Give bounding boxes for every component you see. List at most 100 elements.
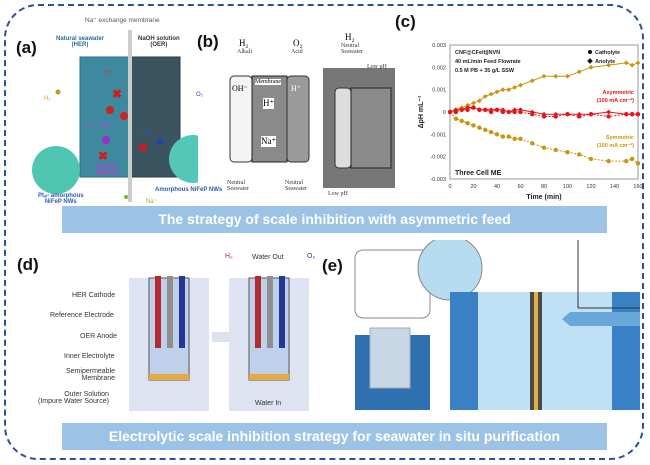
low-ph-top: Low pH: [367, 64, 387, 70]
device-block: [369, 327, 411, 389]
y-tick-label: 0: [443, 110, 446, 116]
left-cell-anode: [286, 75, 310, 163]
membrane-rod: [128, 30, 132, 202]
left-bottom-seawater: Neutral Seawater: [227, 180, 249, 192]
label-membrane: Semipermeable Membrane: [66, 368, 116, 382]
seawater-right: [612, 292, 640, 410]
data-point: [488, 129, 494, 135]
y-tick-label: -0.003: [430, 177, 446, 183]
acid-label: Acid: [291, 49, 303, 55]
data-point: [494, 107, 500, 112]
data-point: [553, 147, 558, 153]
camg-label: Ca²⁺ Mg²⁺: [86, 123, 115, 129]
h-ion-anode: H⁺: [291, 84, 301, 93]
ion-red: [106, 106, 114, 114]
h2-label: H₂: [44, 96, 51, 102]
na-ion: [124, 195, 128, 199]
o2-label: O₂: [196, 92, 203, 98]
her-electrode: [155, 276, 161, 348]
data-point: [606, 114, 611, 119]
right-cell-membrane: [350, 87, 392, 169]
panel-d-label: (d): [17, 255, 39, 274]
panel-a: (a) Na⁺ exchange membrane Natural seawat…: [8, 12, 203, 205]
data-point: [577, 152, 582, 157]
data-point: [541, 145, 547, 150]
data-point: [512, 109, 517, 115]
oh-ion: OH⁻: [232, 84, 248, 93]
cross-mark: ✖: [98, 149, 108, 163]
oh-label: OH⁻: [142, 131, 155, 137]
chart-annotation: CNF@CFelt||NVN: [455, 50, 500, 56]
data-point: [606, 158, 611, 164]
left-cell-membrane: [251, 75, 288, 163]
data-point: [588, 112, 594, 117]
corner-label: Three Cell ME: [455, 170, 502, 177]
panel-b-label: (b): [197, 32, 219, 51]
oer-electrode: [179, 276, 185, 348]
data-point: [459, 107, 464, 112]
data-point: [506, 134, 511, 139]
left-title: Natural seawater (HER): [56, 36, 105, 48]
o2-out: O₂: [307, 253, 316, 260]
data-point: [465, 120, 470, 126]
data-point: [500, 134, 506, 139]
legend-marker: [588, 50, 592, 54]
y-tick-label: 0.002: [432, 65, 446, 71]
data-point: [565, 112, 570, 117]
left-catalyst-label: Ptₐₗ- amorphous NiFeP NWs: [38, 193, 84, 205]
data-point: [488, 109, 494, 115]
panel-e: (e): [320, 240, 645, 415]
ion-purple: [102, 136, 110, 144]
cell-crosssection: [450, 292, 640, 410]
electrode-illustration: ✖ ✖ ✖: [32, 30, 198, 202]
water-in: Water In: [255, 400, 282, 407]
cl-label: Cl⁻: [104, 71, 113, 77]
data-point: [477, 107, 482, 112]
data-point: [635, 161, 641, 166]
data-point: [483, 127, 488, 133]
alkali-label: Alkali: [237, 49, 252, 55]
asymmetric-label: (100 mA cm⁻²): [597, 97, 634, 104]
data-point: [483, 107, 488, 112]
data-point: [453, 109, 459, 115]
nw-circle-right: [169, 135, 198, 183]
banner-bottom: Electrolytic scale inhibition strategy f…: [62, 423, 607, 450]
chart-annotation: 0.5 M PB + 35 g/L SSW: [455, 68, 515, 74]
legend-label: Anolyte: [595, 59, 615, 65]
precip-label: Ca(OH)₂ Mg(OH)₂: [96, 164, 121, 176]
symmetric-label: (100 mA cm⁻²): [597, 142, 634, 149]
her-electrode-right: [255, 276, 261, 348]
delta-vp-arrow: [562, 312, 640, 326]
panel-c-label: (c): [395, 12, 416, 31]
y-tick-label: -0.001: [430, 132, 446, 138]
data-point: [494, 132, 500, 137]
sde-illustration: [354, 240, 640, 410]
x-tick-label: 140: [610, 184, 619, 190]
zoom-circle: [417, 240, 483, 301]
right-h2: H₂: [345, 32, 355, 42]
membrane-label: Na⁺ exchange membrane: [85, 17, 160, 24]
left-h2: H₂: [239, 38, 249, 48]
cross-mark: ✖: [138, 141, 148, 155]
y-tick-label: 0.003: [432, 43, 446, 49]
y-axis-label: ΔpH mL⁻¹: [418, 95, 425, 129]
label-reference: Reference Electrode: [50, 312, 114, 319]
membrane-right: [249, 374, 289, 380]
y-tick-label: 0.001: [432, 88, 446, 94]
data-point: [635, 112, 641, 117]
h2-molecule: [55, 89, 61, 95]
seawater-left: [450, 292, 478, 410]
ion-blue: [157, 139, 163, 145]
data-point: [629, 112, 635, 117]
y-tick-label: -0.002: [430, 155, 446, 161]
x-tick-label: 60: [517, 184, 523, 190]
data-point: [518, 109, 523, 115]
right-bottom-seawater: Neutral Seawater: [285, 180, 307, 192]
label-oer-anode: OER Anode: [80, 333, 117, 340]
symmetric-label: Symmetric: [606, 135, 634, 141]
water-out: Water Out: [252, 254, 284, 261]
membrane-tag: Membrane: [255, 79, 281, 85]
low-ph-bottom: Low pH: [328, 191, 348, 197]
